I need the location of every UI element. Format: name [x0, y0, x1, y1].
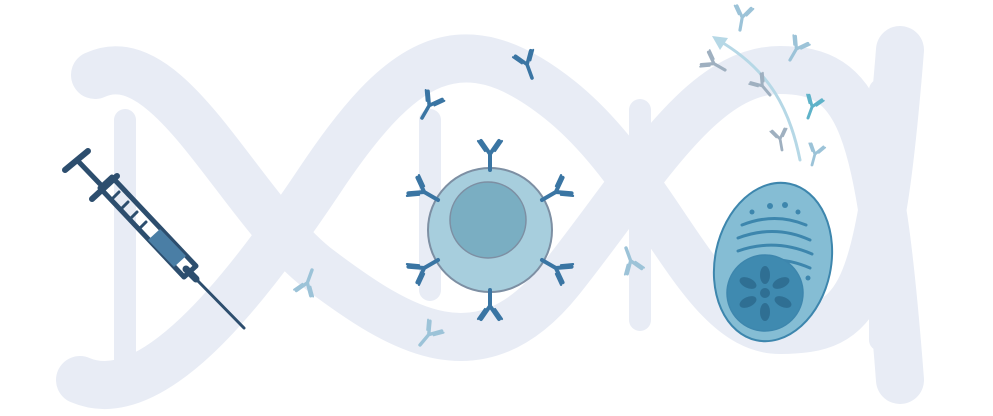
- dna-strand-b: [56, 26, 924, 409]
- antibody-icon: [476, 139, 504, 172]
- b-cell-with-surface-antibodies: [404, 139, 576, 321]
- syringe-gradations: [110, 190, 148, 231]
- plasma-cell-secreting-antibodies: [698, 3, 834, 343]
- plasma-cell-ribosomes: [749, 202, 811, 281]
- plasma-cell-chromatin: [739, 266, 792, 321]
- antibody-icon: [802, 141, 827, 169]
- syringe-hub: [182, 265, 200, 283]
- syringe-plunger-rod: [74, 157, 103, 187]
- syringe-icon: [62, 148, 246, 330]
- antibody-icon: [728, 3, 756, 34]
- b-cell-nucleus: [449, 181, 527, 259]
- arrow-head-icon: [712, 36, 728, 50]
- syringe-needle: [194, 277, 246, 330]
- antibody-icon: [768, 127, 792, 153]
- syringe-liquid: [148, 229, 186, 267]
- dna-base-pairs: [114, 79, 891, 371]
- secretion-arrow: [712, 36, 802, 162]
